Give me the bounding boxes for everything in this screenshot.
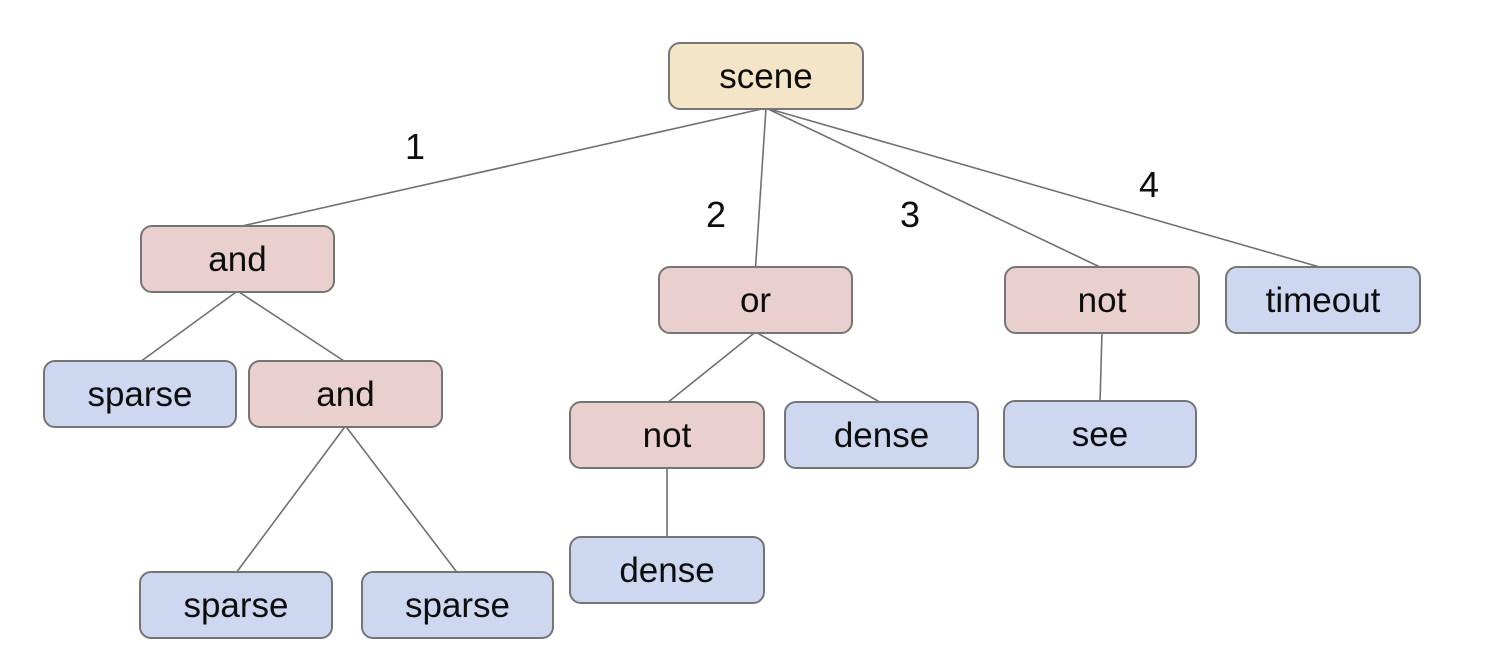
node-label: sparse (183, 585, 289, 625)
node-dense-2: dense (569, 536, 765, 604)
node-timeout-1: timeout (1225, 266, 1421, 334)
node-and-1: and (140, 225, 335, 293)
node-sparse-3: sparse (361, 571, 554, 639)
node-not-1: not (1004, 266, 1200, 334)
node-dense-1: dense (784, 401, 979, 469)
node-and-2: and (248, 360, 443, 428)
edge-label-4: 4 (1138, 164, 1160, 205)
tree-edge-and-2-sparse-3 (344, 425, 459, 574)
node-or-1: or (658, 266, 853, 334)
node-label: sparse (87, 374, 193, 414)
node-label: not (642, 415, 692, 455)
edge-label-3: 3 (899, 194, 921, 235)
node-label: scene (719, 56, 813, 96)
tree-edge-or-1-dense-1 (755, 331, 882, 404)
node-see-1: see (1003, 400, 1197, 468)
tree-edge-and-1-and-2 (237, 290, 346, 363)
tree-edge-scene-and-1 (237, 107, 767, 228)
tree-edge-scene-or-1 (754, 107, 767, 269)
node-label: dense (833, 415, 930, 455)
tree-edge-or-1-not-2 (666, 331, 757, 404)
node-label: or (739, 280, 772, 320)
node-label: and (208, 239, 267, 279)
tree-edge-scene-timeout-1 (765, 107, 1324, 269)
edge-label-2: 2 (705, 194, 727, 235)
tree-edge-not-1-see-1 (1099, 331, 1103, 403)
node-scene: scene (668, 42, 864, 110)
tree-edge-scene-not-1 (765, 107, 1103, 269)
node-label: dense (619, 550, 715, 590)
node-sparse-1: sparse (43, 360, 237, 428)
node-sparse-2: sparse (139, 571, 333, 639)
tree-edge-and-1-sparse-1 (139, 290, 238, 363)
edge-label-1: 1 (404, 126, 426, 167)
node-label: see (1071, 414, 1129, 454)
tree-edge-and-2-sparse-2 (235, 425, 347, 574)
node-label: not (1077, 280, 1127, 320)
node-label: sparse (404, 585, 511, 625)
node-not-2: not (569, 401, 765, 469)
node-label: and (316, 374, 375, 414)
node-label: timeout (1265, 280, 1381, 320)
